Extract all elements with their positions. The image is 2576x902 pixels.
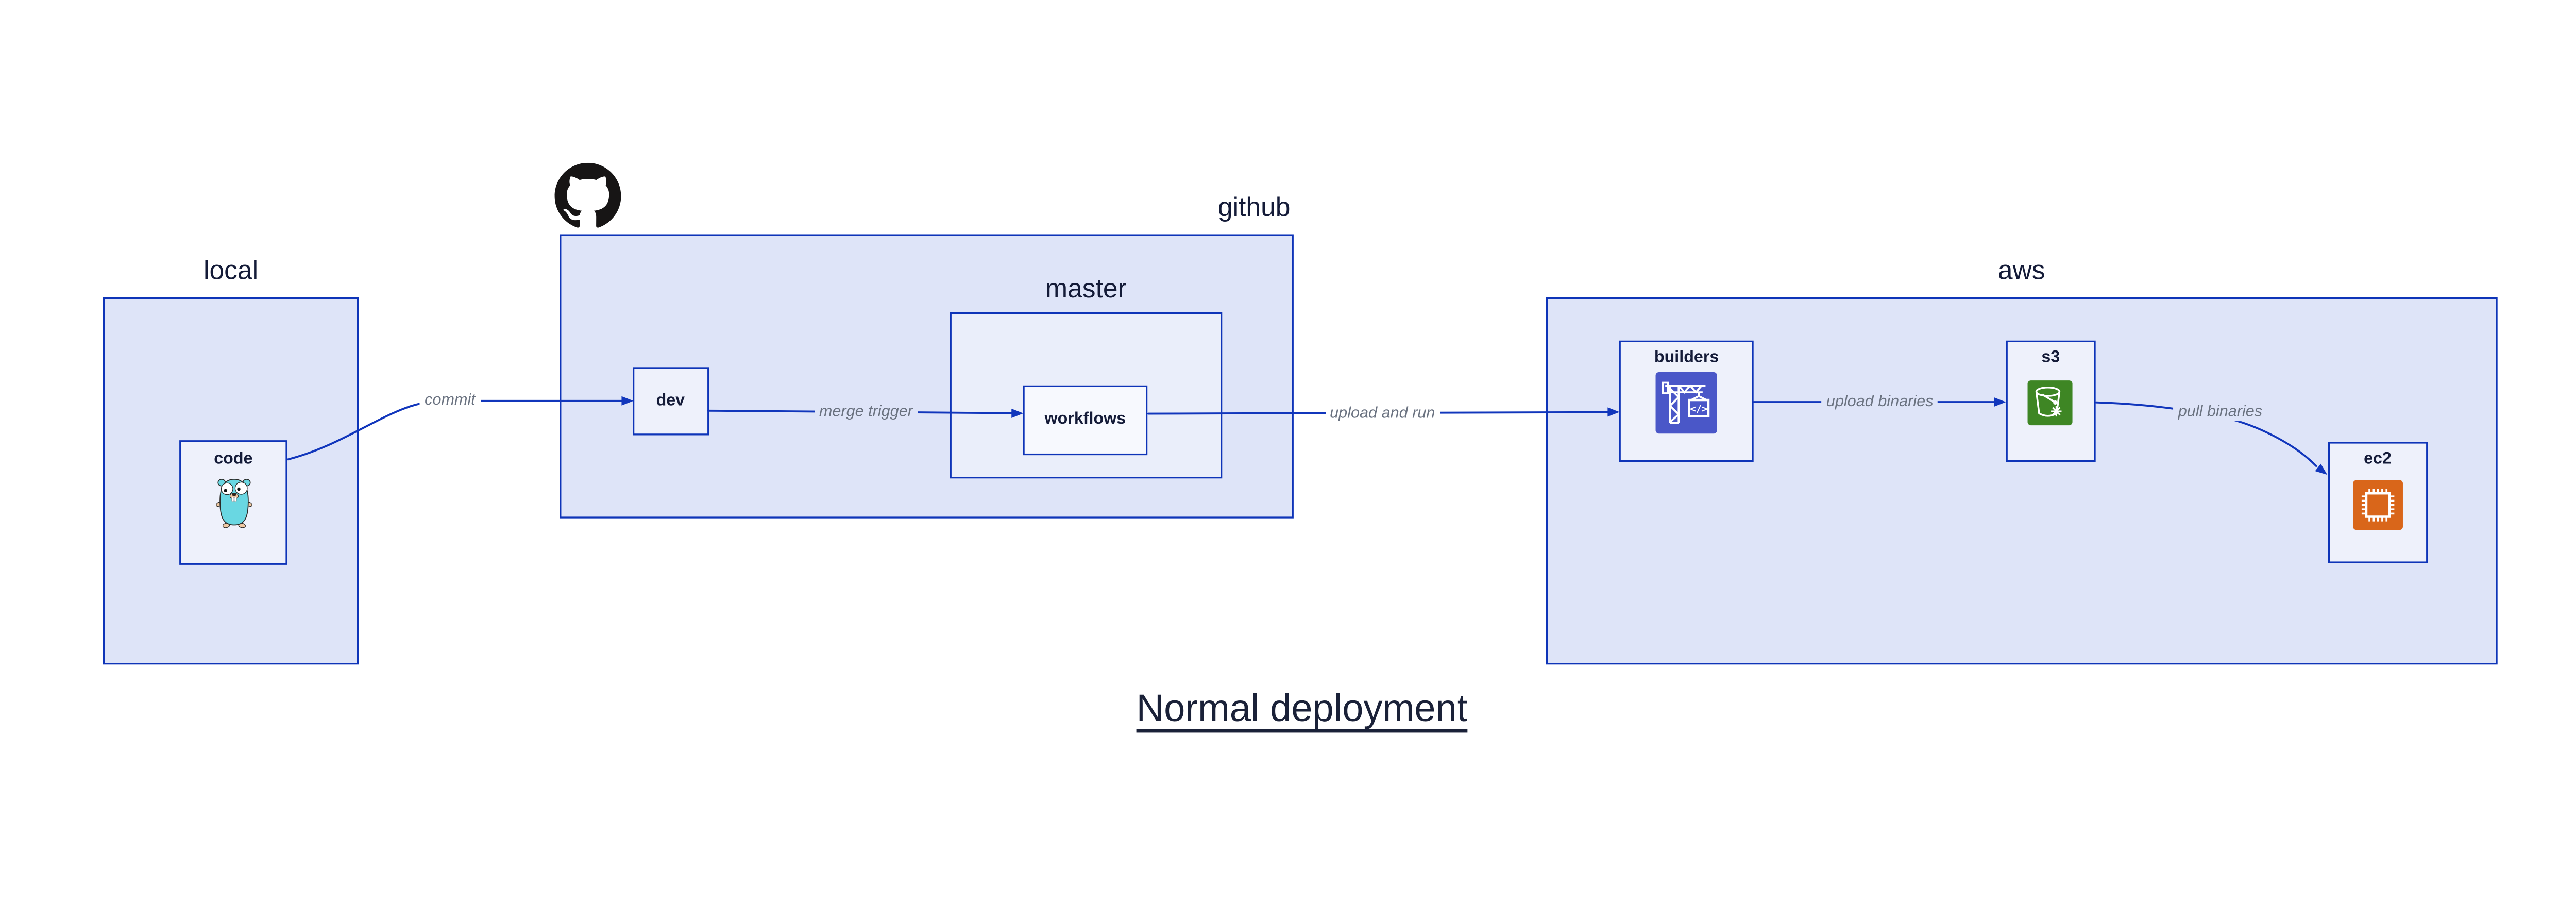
node-s3-label: s3 — [2041, 348, 2060, 367]
code-glyph: </> — [1690, 404, 1708, 414]
node-s3: s3 — [2005, 340, 2096, 462]
ec2-chip-icon — [2352, 479, 2403, 529]
node-ec2-label: ec2 — [2364, 449, 2392, 468]
diagram-title: Normal deployment — [1136, 686, 1468, 729]
go-gopher-icon — [215, 475, 252, 528]
node-code-label: code — [214, 450, 253, 469]
node-workflows-label: workflows — [1044, 410, 1126, 429]
edge-label-merge-trigger: merge trigger — [814, 403, 918, 422]
container-aws-label: aws — [1997, 257, 2045, 286]
node-dev: dev — [633, 367, 708, 436]
container-master-label: master — [1045, 276, 1127, 304]
node-ec2: ec2 — [2328, 441, 2428, 563]
edge-label-upload-binaries: upload binaries — [1821, 393, 1939, 411]
node-workflows: workflows — [1023, 385, 1148, 456]
node-code: code — [179, 440, 287, 565]
container-local-label: local — [203, 257, 259, 286]
s3-bucket-icon — [2028, 380, 2073, 425]
codebuild-crane-icon: </> — [1655, 372, 1718, 434]
github-octocat-icon — [553, 162, 620, 229]
node-builders: builders </> — [1619, 340, 1754, 462]
edge-label-pull-binaries: pull binaries — [2173, 403, 2267, 422]
container-github-label: github — [1217, 194, 1291, 223]
node-dev-label: dev — [656, 391, 685, 410]
edge-label-upload-and-run: upload and run — [1325, 404, 1440, 422]
edge-label-commit: commit — [419, 392, 481, 410]
node-builders-label: builders — [1654, 348, 1719, 368]
